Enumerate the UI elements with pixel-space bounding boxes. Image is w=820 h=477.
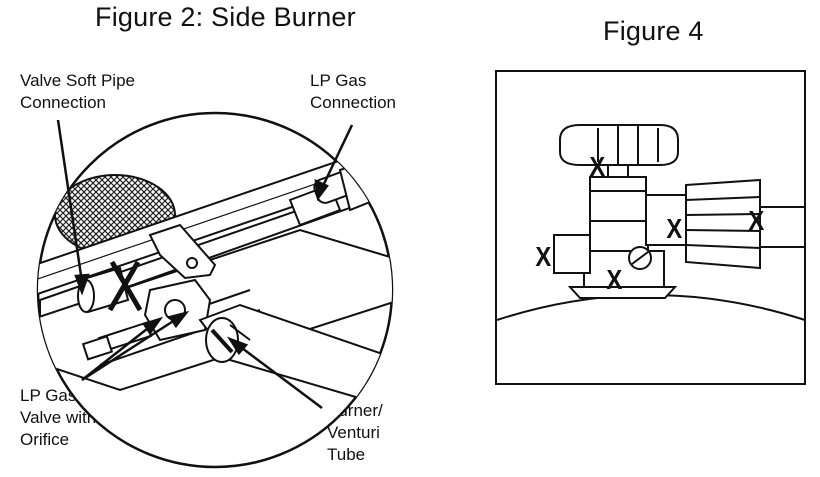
label-valve-soft-pipe-connection: Valve Soft Pipe Connection	[20, 71, 135, 112]
figure-4-title: Figure 4	[603, 16, 704, 46]
label-lp-gas-valve-with-orifice: LP Gas Valve with Orifice	[20, 386, 97, 449]
x-mark-coupling-end: X	[748, 205, 765, 236]
figure-2-title: Figure 2: Side Burner	[95, 2, 356, 32]
x-mark-coupling: X	[666, 213, 683, 244]
label-lp-gas-connection: LP Gas Connection	[310, 71, 397, 112]
x-mark-left-outlet: X	[535, 241, 552, 272]
x-mark-handwheel: X	[589, 151, 606, 182]
x-mark-valve-base: X	[606, 264, 623, 295]
